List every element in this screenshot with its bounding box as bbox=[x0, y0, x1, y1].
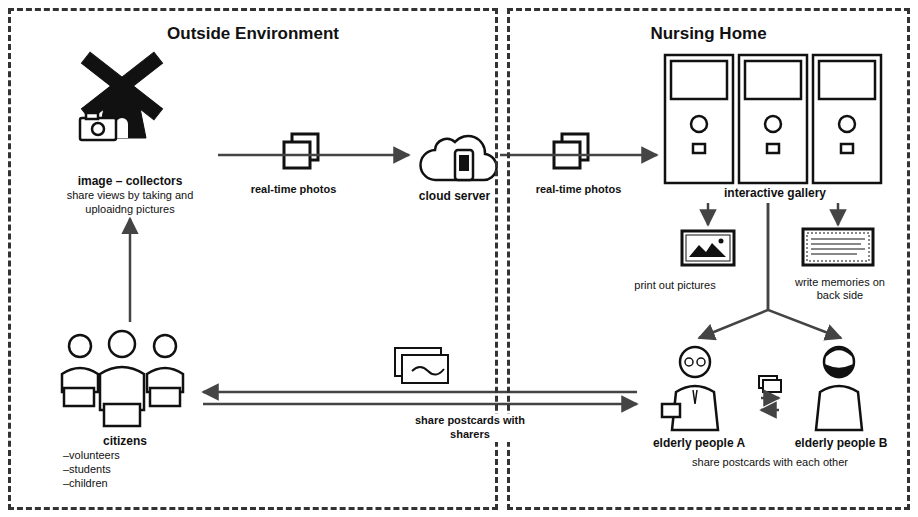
memory-card-icon-part bbox=[803, 229, 873, 265]
camera-icon-part bbox=[92, 123, 104, 135]
memory-card-icon-part bbox=[811, 239, 865, 254]
kiosk-icon-part bbox=[765, 116, 781, 132]
postcard-stack-icon-part bbox=[763, 380, 781, 392]
postcard-stack-icon-part bbox=[402, 355, 448, 383]
kiosk-icon-part bbox=[739, 55, 807, 183]
figure-node: elderly people A bbox=[637, 338, 761, 453]
edge-label: real-time photos bbox=[249, 183, 339, 197]
memory-card-icon-part bbox=[807, 233, 869, 261]
citizens-icon-part bbox=[109, 331, 135, 357]
camera-icon bbox=[80, 113, 116, 140]
kiosk-icon-part bbox=[665, 55, 733, 183]
flow-arrow bbox=[203, 403, 637, 406]
figure-node: citizens–volunteers–students–children bbox=[47, 322, 203, 492]
elderly-a-icon-part bbox=[697, 358, 705, 366]
cloud-icon bbox=[421, 136, 497, 180]
kiosk-icon-part bbox=[671, 61, 727, 99]
node-title: interactive gallery bbox=[657, 186, 893, 201]
figure-node: cloud server bbox=[409, 118, 500, 206]
kiosk-icon-part bbox=[819, 61, 875, 99]
windmill-icon-part bbox=[81, 52, 162, 120]
kiosk-icon-part bbox=[691, 116, 707, 132]
node-title: write memories on back side bbox=[787, 276, 893, 304]
flow-arrow bbox=[129, 219, 132, 323]
printed-picture-icon bbox=[682, 231, 734, 265]
citizens-icon-part bbox=[150, 388, 180, 406]
flow-arrow bbox=[768, 203, 841, 338]
node-title: citizens bbox=[47, 434, 203, 449]
node-title: cloud server bbox=[409, 189, 500, 204]
windmill-icon-part bbox=[116, 118, 128, 138]
printed-picture-icon-part bbox=[689, 243, 726, 257]
elderly-a-icon bbox=[662, 347, 718, 430]
kiosk-icon-part bbox=[813, 55, 881, 183]
kiosk-icon bbox=[665, 55, 881, 183]
node-text: –children bbox=[47, 477, 203, 491]
citizens-icon-part bbox=[69, 335, 91, 357]
figure-node: print out pictures bbox=[602, 225, 748, 295]
postcard-stack-icon bbox=[395, 348, 781, 392]
elderly-b-icon-part bbox=[826, 349, 852, 355]
camera-icon-part bbox=[80, 118, 116, 140]
node-text: share views by taking and uploaidng pict… bbox=[42, 189, 218, 217]
cloud-icon-part bbox=[455, 150, 473, 180]
elderly-b-icon bbox=[816, 347, 862, 430]
citizens-icon-part bbox=[64, 388, 94, 406]
figure-node: elderly people B bbox=[779, 338, 903, 453]
node-title: print out pictures bbox=[602, 279, 748, 293]
node-title: elderly people B bbox=[779, 436, 903, 451]
elderly-a-icon-part bbox=[693, 390, 697, 404]
kiosk-icon-part bbox=[839, 116, 855, 132]
windmill-icon-part bbox=[81, 52, 162, 120]
edge-label: real-time photos bbox=[534, 183, 624, 197]
windmill-icon-part-part bbox=[81, 52, 162, 120]
kiosk-icon-part bbox=[767, 144, 779, 153]
windmill-icon-part-part bbox=[81, 52, 162, 120]
printed-picture-icon-part bbox=[719, 239, 724, 244]
kiosk-icon-part bbox=[745, 61, 801, 99]
flow-arrow bbox=[203, 391, 637, 394]
elderly-b-icon-part bbox=[826, 366, 852, 377]
flow-arrow bbox=[761, 409, 779, 412]
windmill-icon bbox=[81, 52, 162, 138]
node-text: –students bbox=[47, 463, 203, 477]
figure-node: interactive gallery bbox=[657, 50, 893, 203]
memory-card-icon bbox=[803, 229, 873, 265]
flow-arrow bbox=[761, 397, 779, 400]
cloud-icon-part bbox=[459, 155, 469, 171]
elderly-a-icon-part bbox=[662, 404, 680, 417]
node-title: elderly people A bbox=[637, 436, 761, 451]
printed-picture-icon-part bbox=[686, 235, 730, 261]
node-text: –volunteers bbox=[47, 449, 203, 463]
elderly-b-icon-part bbox=[824, 347, 854, 377]
postcard-stack-icon-part bbox=[412, 367, 444, 375]
elderly-b-icon-part bbox=[816, 386, 862, 430]
figure-node: image – collectorsshare views by taking … bbox=[42, 58, 218, 219]
printed-picture-icon-part bbox=[682, 231, 734, 265]
kiosk-icon-part bbox=[841, 144, 853, 153]
flow-arrow bbox=[218, 154, 409, 157]
flow-arrow bbox=[837, 203, 840, 225]
figure-node: write memories on back side bbox=[787, 225, 893, 305]
citizens-icon-part bbox=[154, 335, 176, 357]
elderly-a-icon-part bbox=[685, 358, 693, 366]
flow-arrow bbox=[500, 154, 657, 157]
edge-label: share postcards with sharers bbox=[406, 414, 535, 442]
node-title: Outside Environment bbox=[11, 23, 495, 44]
region-box: Nursing Home interactive gallery print out… bbox=[507, 8, 910, 510]
flow-arrow bbox=[699, 203, 768, 338]
citizens-icon bbox=[62, 331, 183, 426]
flow-arrow bbox=[707, 203, 710, 225]
node-title: Nursing Home bbox=[510, 23, 907, 44]
cloud-icon-part bbox=[421, 136, 497, 180]
citizens-icon-part bbox=[104, 404, 140, 426]
camera-icon-part bbox=[86, 113, 98, 119]
node-title: image – collectors bbox=[42, 174, 218, 189]
kiosk-icon-part bbox=[693, 144, 705, 153]
caption-note: share postcards with each other bbox=[692, 456, 848, 470]
elderly-a-icon-part bbox=[680, 347, 710, 377]
